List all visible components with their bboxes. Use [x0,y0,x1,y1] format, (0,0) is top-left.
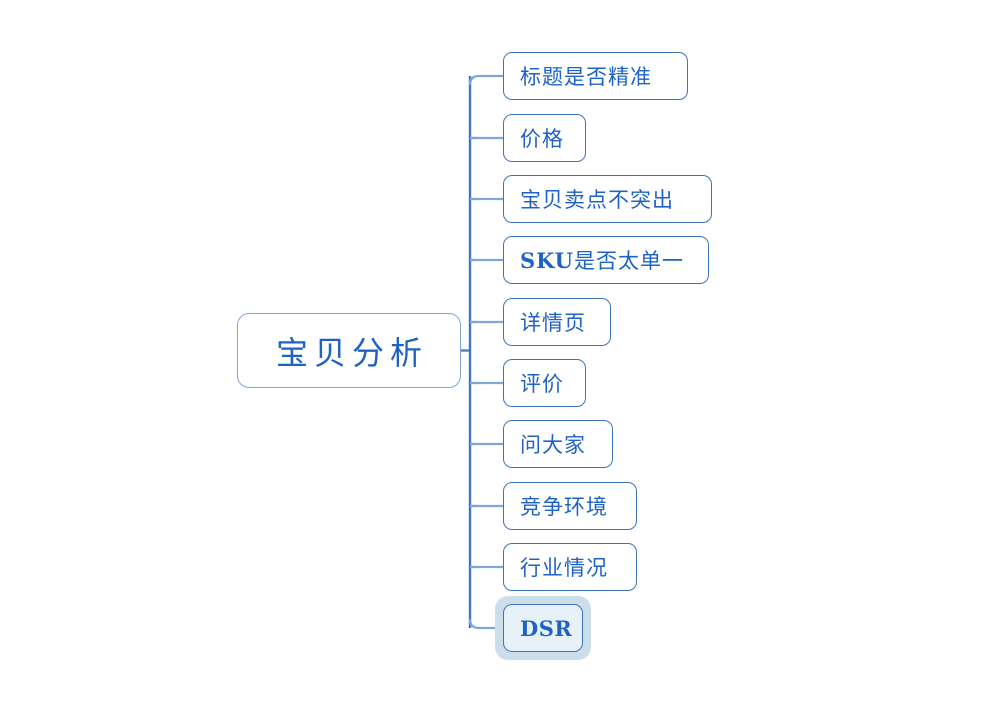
child-node-3[interactable]: 宝贝卖点不突出 [503,175,712,223]
connector-branch-1 [468,74,503,86]
child-node-4[interactable]: SKU是否太单一 [503,236,709,284]
child-node-10[interactable]: DSR [503,604,583,652]
child-node-label: 竞争环境 [520,495,608,519]
child-node-1[interactable]: 标题是否精准 [503,52,688,100]
child-node-label: 详情页 [520,311,586,335]
label-latin-part: SKU [520,248,574,273]
child-node-2[interactable]: 价格 [503,114,586,162]
label-han-part: 是否太单一 [573,249,684,273]
child-node-label: 标题是否精准 [520,65,652,89]
root-node-label: 宝贝分析 [275,333,428,372]
child-node-label: 宝贝卖点不突出 [520,188,674,212]
child-node-label: 行业情况 [520,556,608,580]
child-node-6[interactable]: 评价 [503,359,586,407]
child-node-label: 问大家 [520,433,586,457]
child-node-8[interactable]: 竞争环境 [503,482,637,530]
child-node-label: SKU是否太单一 [520,245,684,275]
child-node-9[interactable]: 行业情况 [503,543,637,591]
child-node-label: 价格 [520,127,564,151]
child-node-label: DSR [520,615,573,641]
child-node-5[interactable]: 详情页 [503,298,611,346]
child-node-7[interactable]: 问大家 [503,420,613,468]
child-node-label: 评价 [520,372,564,396]
root-node[interactable]: 宝贝分析 [237,313,461,388]
